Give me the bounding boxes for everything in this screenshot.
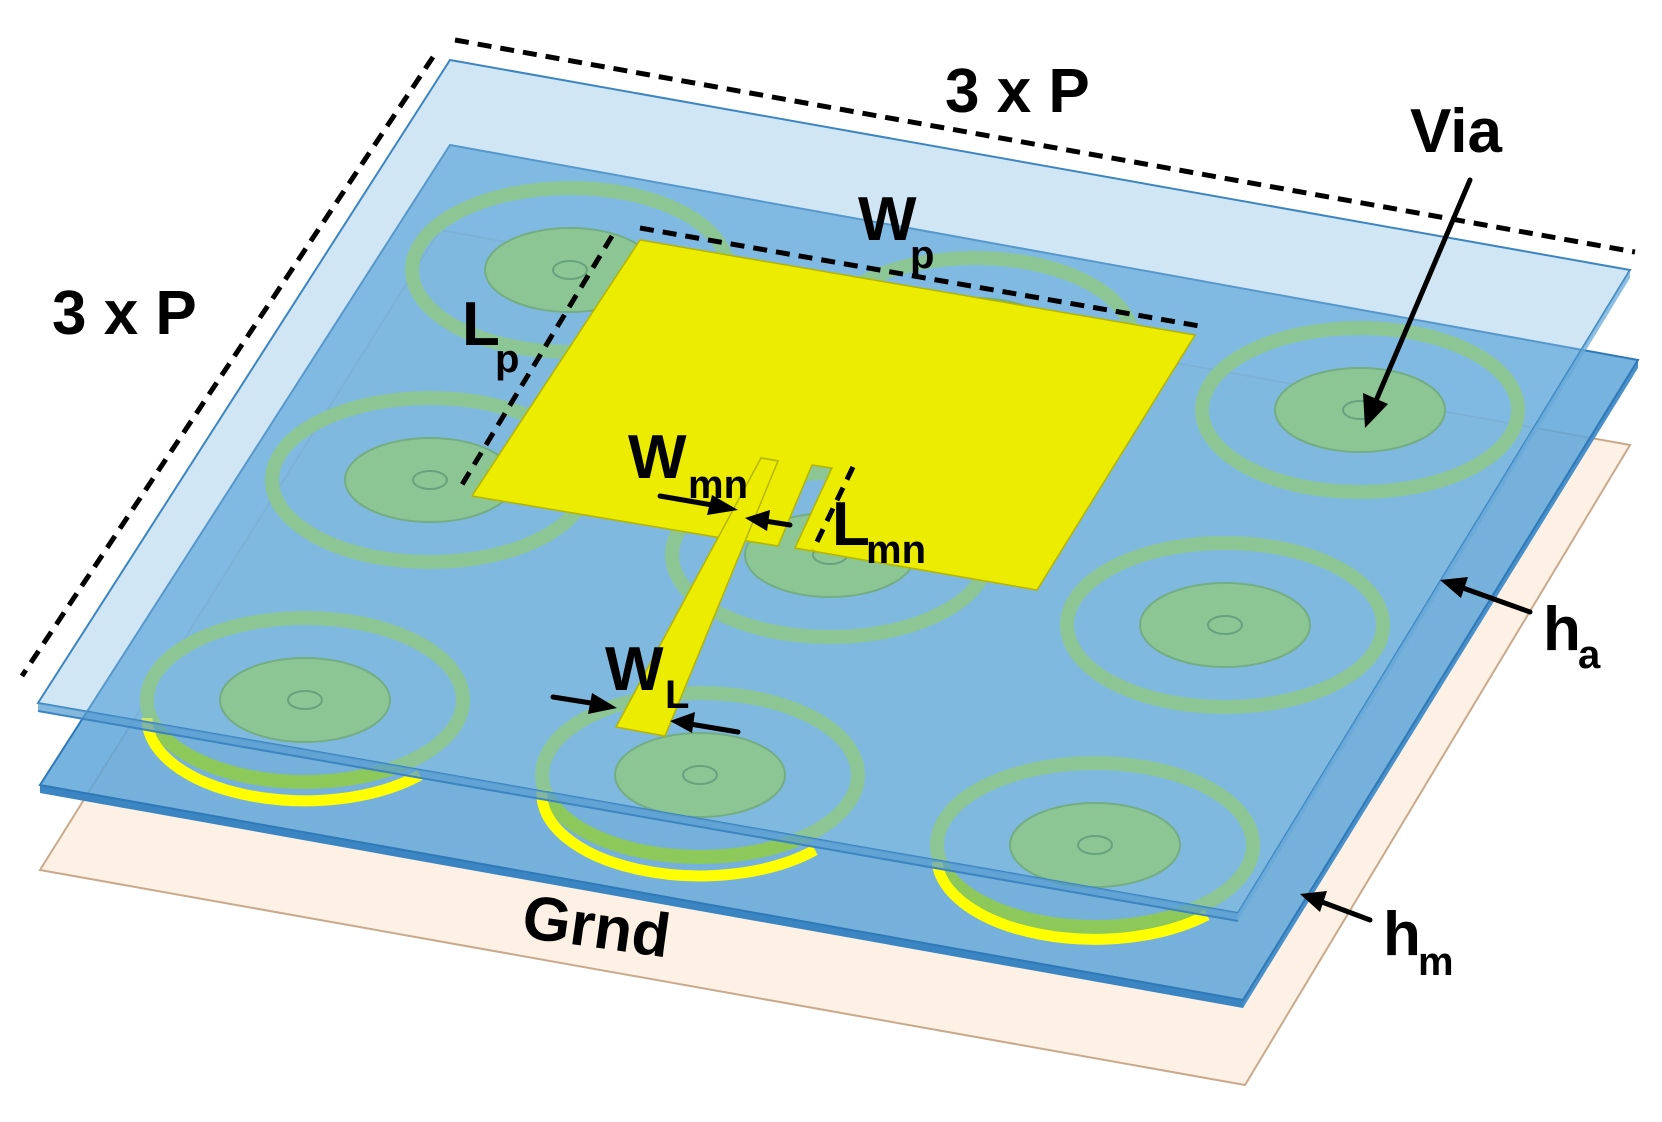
patch-width-dim <box>639 225 1206 330</box>
arrows <box>550 177 1533 923</box>
period-left-label: 3 x P <box>52 279 197 348</box>
via-label: Via <box>1410 97 1502 166</box>
patch-length-subscript: p <box>495 337 519 381</box>
metasurface-height-arrow <box>1300 891 1373 923</box>
ring-highlights <box>141 717 1210 945</box>
metasurface-height-label: h <box>1383 900 1421 969</box>
unit-cell <box>930 756 1260 934</box>
feed-line <box>614 457 780 737</box>
notch-width-label: W <box>628 423 687 492</box>
unit-cell <box>535 686 865 864</box>
patch-width-label: W <box>858 185 917 254</box>
line-width-label: W <box>605 635 664 704</box>
patch-antenna <box>470 239 1197 737</box>
period-top-label: 3 x P <box>945 57 1090 126</box>
antenna-height-arrow <box>1440 577 1533 615</box>
period-left-dim <box>19 55 436 678</box>
notch-width-subscript: mn <box>688 463 748 507</box>
patch-length-label: L <box>462 290 500 359</box>
antenna-height-label: h <box>1543 595 1581 664</box>
via-arrow <box>1363 177 1473 428</box>
unit-cell <box>1195 321 1525 499</box>
line-width-subscript: L <box>665 673 689 717</box>
patch-length-dim <box>457 234 615 490</box>
patch-width-subscript: p <box>910 233 934 277</box>
line-width-arrows <box>550 693 741 735</box>
notch-width-arrows <box>657 493 793 531</box>
notch-length-subscript: mn <box>866 528 926 572</box>
notch-length-label: L <box>832 490 870 559</box>
notch-length-dim <box>810 465 856 552</box>
dimension-lines <box>19 37 1636 678</box>
metasurface-height-subscript: m <box>1418 940 1454 984</box>
period-top-dim <box>454 37 1636 255</box>
antenna-height-subscript: a <box>1578 633 1601 677</box>
unit-cell <box>1060 536 1390 714</box>
unit-cell <box>140 611 470 789</box>
